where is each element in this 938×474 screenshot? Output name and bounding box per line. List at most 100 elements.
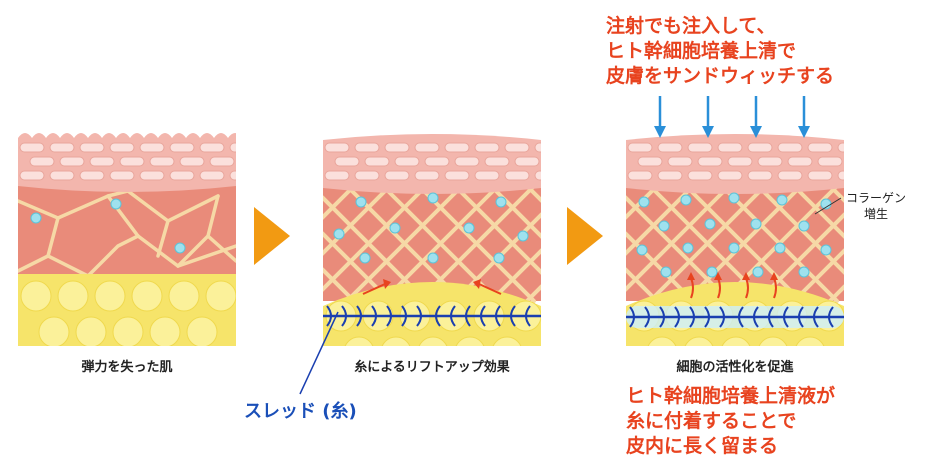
epidermis-cell — [807, 142, 833, 153]
thread-barb — [813, 306, 819, 328]
epidermis-cell — [149, 156, 175, 167]
skin-cross-section-1 — [18, 133, 236, 346]
thread-barb — [753, 306, 759, 328]
water-molecule — [682, 242, 694, 254]
epidermis-cell — [687, 170, 713, 181]
fat-globule — [684, 336, 714, 346]
fat-globule — [131, 280, 163, 312]
water-molecule — [774, 242, 786, 254]
water-molecule — [636, 244, 648, 256]
water-molecule — [427, 252, 439, 264]
collagen-fiber — [626, 267, 659, 303]
epidermis-cell — [199, 170, 225, 181]
epidermis-cell — [444, 142, 470, 153]
epidermis-cell — [29, 156, 55, 167]
epidermis-cell — [504, 142, 530, 153]
epidermis-cell — [324, 170, 350, 181]
epidermis-cell — [534, 142, 541, 153]
collagen-fiber — [381, 184, 500, 303]
epidermis-cell — [787, 156, 813, 167]
growth-arrow-head — [770, 272, 778, 280]
broken-fibers — [18, 189, 236, 278]
collagen-fiber — [626, 184, 695, 256]
epidermis-cell — [807, 170, 833, 181]
collagen-fiber — [648, 184, 767, 303]
retention-note: ヒト幹細胞培養上清液が 糸に付着することで 皮内に長く留まる — [626, 384, 835, 459]
epidermis-cell — [394, 156, 420, 167]
collagen-fiber — [345, 184, 464, 303]
thread-barb — [416, 305, 422, 327]
collagen-fiber — [792, 248, 844, 303]
collagen-label: コラーゲン 増生 — [846, 190, 906, 222]
fat-globule — [758, 336, 788, 346]
injection-note-line-3: 皮膚をサンドウィッチする — [606, 65, 835, 87]
epidermis-cell — [777, 142, 803, 153]
collagen-fiber — [323, 184, 356, 220]
water-molecule — [680, 194, 692, 206]
collagen-fiber — [417, 184, 536, 303]
water-molecule — [495, 196, 507, 208]
collagen-fiber — [489, 184, 541, 239]
growth-arrow-head — [687, 272, 695, 280]
epidermis-cell — [49, 142, 75, 153]
fat-globule — [75, 316, 107, 346]
collagen-lattice — [323, 184, 541, 303]
water-molecule — [110, 198, 122, 210]
epidermis-cell — [414, 142, 440, 153]
epidermis-cell — [109, 170, 135, 181]
fat-globule — [344, 336, 374, 346]
collagen-fiber — [626, 184, 731, 292]
epidermis-cell — [757, 156, 783, 167]
thread-barb — [326, 305, 332, 327]
fat-globule — [57, 280, 89, 312]
thread-barb — [828, 306, 834, 328]
collagen-fiber — [323, 267, 356, 303]
fat-globule — [20, 280, 52, 312]
thread-barb — [719, 306, 725, 328]
water-molecule — [30, 212, 42, 224]
epidermis-cell — [79, 170, 105, 181]
epidermis-cell — [139, 142, 165, 153]
thread-barb — [644, 306, 650, 328]
epidermis-cell — [474, 170, 500, 181]
epidermis-cell — [474, 142, 500, 153]
epidermis-cell — [229, 170, 236, 181]
epidermis-cell — [199, 142, 225, 153]
water-molecule — [798, 266, 810, 278]
thread-barb — [371, 305, 377, 327]
thread-barb — [525, 305, 531, 327]
epidermis-cell — [384, 142, 410, 153]
epidermis-cell — [209, 156, 235, 167]
thread-barb — [480, 305, 486, 327]
next-step-arrow-icon — [567, 207, 603, 265]
thread-barb — [768, 306, 774, 328]
collagen-fiber — [489, 248, 541, 303]
water-molecule — [750, 218, 762, 230]
collagen-fiber — [106, 189, 220, 224]
caption-panel-2: 糸によるリフトアップ効果 — [354, 360, 510, 375]
epidermis-cell — [334, 156, 360, 167]
epidermis-cell — [627, 170, 653, 181]
epidermis-cell — [59, 156, 85, 167]
thread-barb — [689, 306, 695, 328]
epidermis-cell — [79, 142, 105, 153]
fat-globule — [94, 280, 126, 312]
epidermis-cell — [354, 170, 380, 181]
water-molecule — [517, 230, 529, 242]
fat-globule — [381, 336, 411, 346]
fat-globule — [112, 316, 144, 346]
epidermis-cell — [19, 170, 45, 181]
epidermis-cell — [627, 142, 653, 153]
epidermis-cell — [354, 142, 380, 153]
thread-barb — [401, 305, 407, 327]
skin-cross-section-2 — [323, 134, 541, 346]
epidermis-cell — [667, 156, 693, 167]
panel-cell-activation — [626, 126, 844, 346]
collagen-label-line-1: コラーゲン — [846, 191, 907, 205]
fat-globule — [418, 336, 448, 346]
water-molecule — [704, 218, 716, 230]
epidermis-cell — [637, 156, 663, 167]
epidermis-cell — [454, 156, 480, 167]
water-molecule — [776, 194, 788, 206]
epidermis-cell — [717, 142, 743, 153]
